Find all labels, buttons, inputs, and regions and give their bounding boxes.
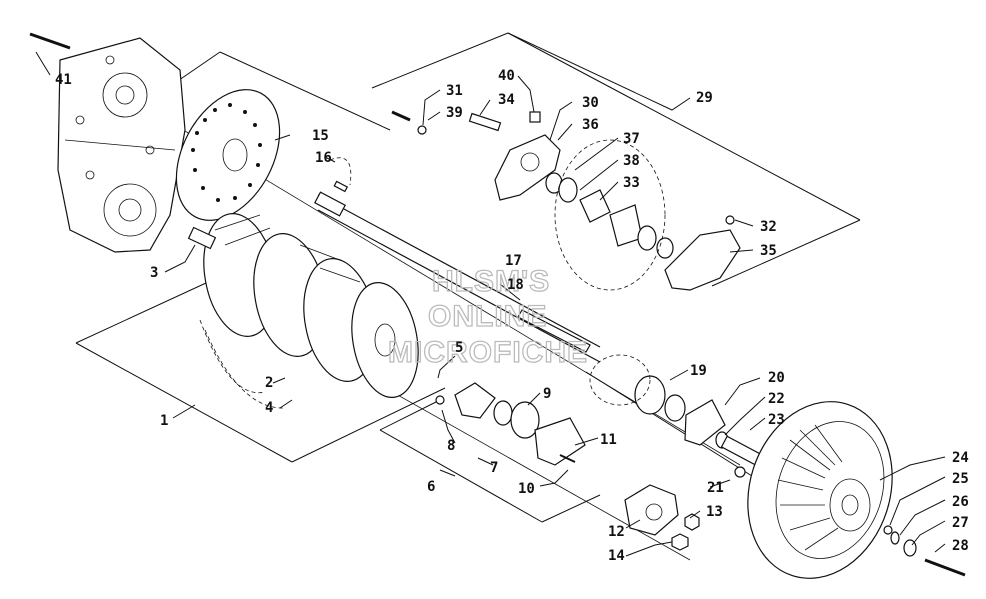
- track-wheel: [747, 401, 893, 579]
- watermark-line-3: MICROFICHE: [388, 336, 588, 369]
- bearing-housing: [391, 110, 741, 291]
- leader-lines: [35, 32, 946, 557]
- keyway-18: [517, 309, 591, 353]
- callout-30: 30: [582, 95, 599, 111]
- box-1-edge: [75, 342, 293, 463]
- callout-33: 33: [623, 175, 640, 191]
- callout-10: 10: [518, 481, 535, 497]
- callout-24: 24: [952, 450, 969, 466]
- callout-36: 36: [582, 117, 599, 133]
- box-1-edge: [219, 51, 391, 131]
- drive-shaft: [317, 194, 601, 348]
- callout-38: 38: [623, 153, 640, 169]
- callout-2: 2: [265, 375, 273, 391]
- leader: [554, 139, 666, 291]
- box-29-edge: [371, 32, 509, 89]
- callout-22: 22: [768, 391, 785, 407]
- brake-disc: [175, 89, 281, 221]
- box-6-edge: [379, 399, 441, 431]
- washer-26: [890, 531, 900, 545]
- leader: [204, 329, 286, 409]
- callout-7: 7: [490, 460, 498, 476]
- callout-29: 29: [696, 90, 713, 106]
- leader: [329, 157, 352, 186]
- callout-34: 34: [498, 92, 515, 108]
- callout-14: 14: [608, 548, 625, 564]
- bearing-group-19: [634, 375, 764, 478]
- callout-1: 1: [160, 413, 168, 429]
- leader: [199, 319, 266, 394]
- drive-shaft: [317, 209, 601, 363]
- box-6-edge: [541, 494, 601, 523]
- callout-31: 31: [446, 83, 463, 99]
- box-29-edge: [507, 32, 861, 221]
- callout-8: 8: [447, 438, 455, 454]
- callout-27: 27: [952, 515, 969, 531]
- callout-41: 41: [55, 72, 72, 88]
- key-16: [333, 180, 349, 193]
- washer-25: [883, 525, 893, 535]
- drive-sprockets: [203, 213, 419, 398]
- callout-23: 23: [768, 412, 785, 428]
- bearing-cap-12: [624, 484, 700, 551]
- callout-16: 16: [315, 150, 332, 166]
- bolt-41: [29, 32, 71, 50]
- callout-4: 4: [265, 400, 273, 416]
- callout-21: 21: [707, 480, 724, 496]
- callout-17: 17: [505, 253, 522, 269]
- bearing-group-9: [435, 382, 586, 466]
- callout-25: 25: [952, 471, 969, 487]
- box-1-edge: [75, 282, 207, 344]
- shaft-spline: [314, 191, 346, 217]
- leader: [589, 354, 651, 406]
- chaincase-housing: [57, 37, 186, 253]
- box-29-edge: [711, 219, 861, 287]
- callout-20: 20: [768, 370, 785, 386]
- callout-32: 32: [760, 219, 777, 235]
- callout-26: 26: [952, 494, 969, 510]
- callout-40: 40: [498, 68, 515, 84]
- callout-35: 35: [760, 243, 777, 259]
- callout-11: 11: [600, 432, 617, 448]
- callout-39: 39: [446, 105, 463, 121]
- callout-13: 13: [706, 504, 723, 520]
- shaft-spline: [187, 226, 217, 250]
- bolt-28: [924, 558, 966, 577]
- callout-19: 19: [690, 363, 707, 379]
- callout-15: 15: [312, 128, 329, 144]
- callout-28: 28: [952, 538, 969, 554]
- callout-18: 18: [507, 277, 524, 293]
- box-6-edge: [379, 429, 543, 523]
- box-1-edge: [291, 387, 446, 463]
- callout-37: 37: [623, 131, 640, 147]
- callout-9: 9: [543, 386, 551, 402]
- callout-12: 12: [608, 524, 625, 540]
- watermark-line-2: ONLINE: [428, 300, 547, 333]
- callout-3: 3: [150, 265, 158, 281]
- callout-6: 6: [427, 479, 435, 495]
- watermark-line-1: HLSM'S: [432, 265, 550, 298]
- callout-5: 5: [455, 340, 463, 356]
